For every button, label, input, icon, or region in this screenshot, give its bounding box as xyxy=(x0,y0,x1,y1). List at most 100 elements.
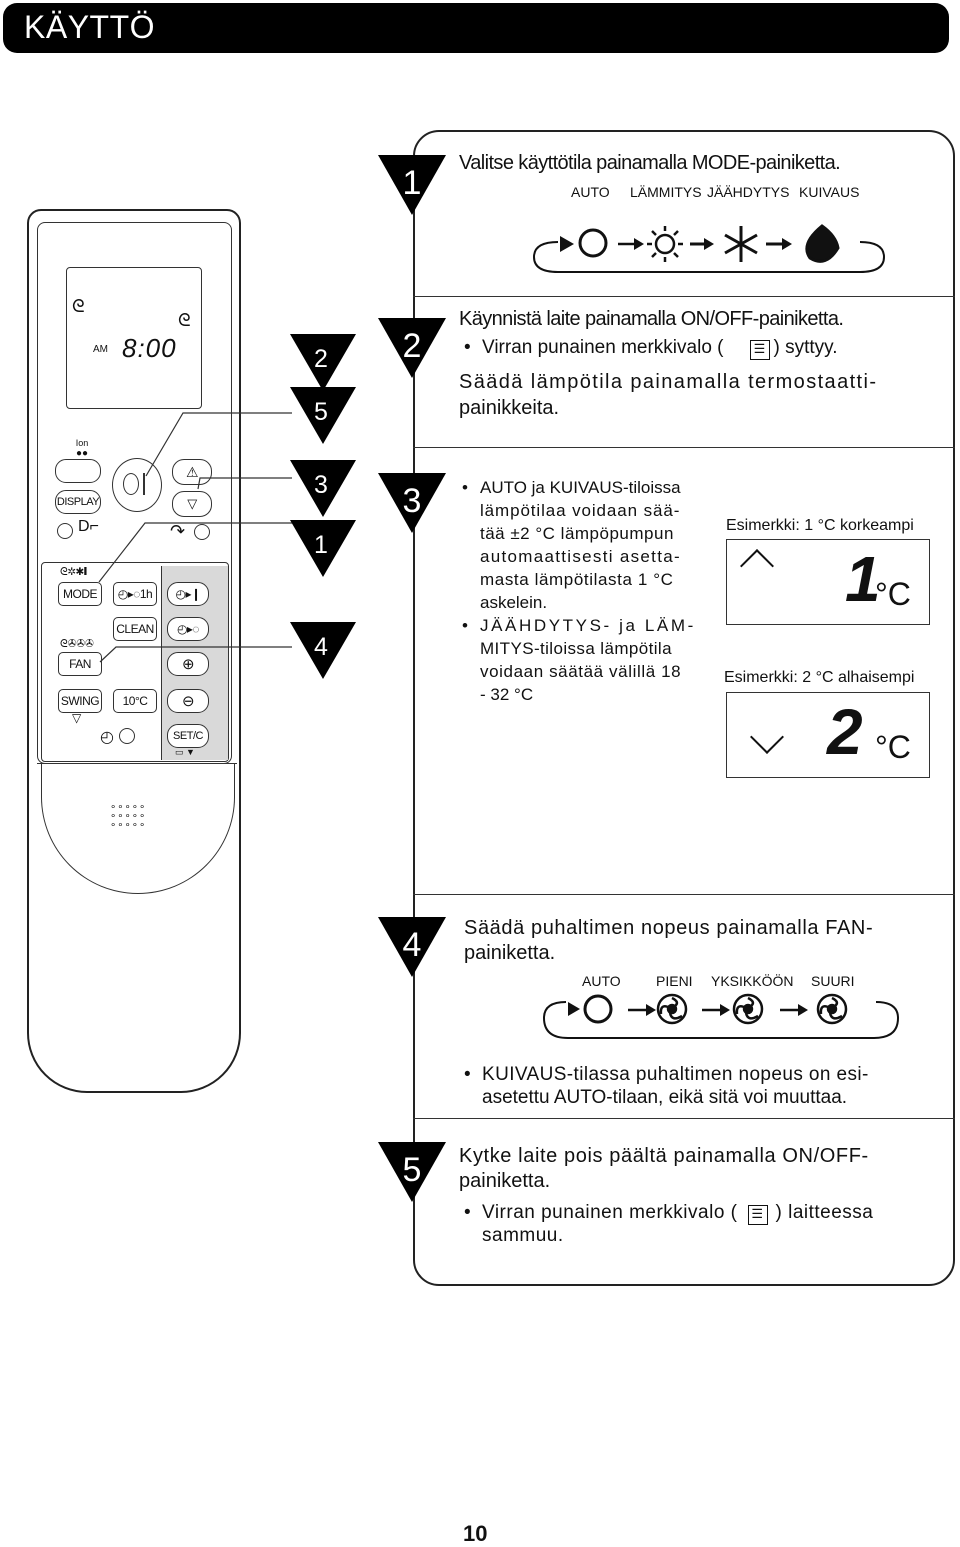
temp-up-button[interactable]: ⚠ xyxy=(172,459,212,485)
swing-button[interactable]: SWING xyxy=(58,689,102,713)
step5-heading-line2: painiketta. xyxy=(459,1170,551,1192)
step-number-1: 1 xyxy=(402,164,422,202)
clock-button[interactable] xyxy=(119,728,135,744)
divider-3 xyxy=(413,894,955,895)
step-triangle-3 xyxy=(378,473,446,533)
marker-num-left-4: 4 xyxy=(314,633,328,661)
step-number-2: 2 xyxy=(402,327,422,365)
marker-triangle-left-1 xyxy=(290,520,356,577)
page-title: KÄYTTÖ xyxy=(24,9,156,45)
fan-speed-label-high: SUURI xyxy=(811,973,855,989)
fan-speed-label-mid: YKSIKKÖÖN xyxy=(711,973,794,989)
step4-bullet-line1: KUIVAUS-tilassa puhaltimen nopeus on esi… xyxy=(482,1064,869,1085)
display-button[interactable]: DISPLAY xyxy=(55,490,101,514)
swing-arrow-icon: ↷ xyxy=(170,521,186,541)
mode-button[interactable]: MODE xyxy=(58,582,102,606)
plus-button[interactable]: ⊕ xyxy=(167,652,209,676)
ten-c-button[interactable]: 10°C xyxy=(113,689,157,713)
fan-speed-cycle-diagram xyxy=(542,993,900,1039)
chevron-up-icon xyxy=(740,549,774,583)
step3-b1-line1: AUTO ja KUIVAUS-tiloissa xyxy=(480,478,681,497)
timer-off-button[interactable]: ◴▸◌ xyxy=(167,617,209,641)
step-triangle-5 xyxy=(378,1142,446,1202)
marker-num-left-2: 2 xyxy=(314,345,328,373)
fan-speed-label-auto: AUTO xyxy=(582,973,621,989)
marker-triangle-left-2 xyxy=(290,334,356,391)
steps-frame xyxy=(413,130,955,1286)
step3-b1-line3: tää ±2 °C lämpöpumpun xyxy=(480,524,674,543)
step3-b1-line5: masta lämpötilasta 1 °C xyxy=(480,570,674,589)
speaker-grille-icon: ∘∘∘∘∘∘∘∘∘∘∘∘∘∘∘ xyxy=(110,802,147,831)
step-number-3: 3 xyxy=(402,482,422,520)
divider-1 xyxy=(413,296,955,297)
marker-num-left-1: 1 xyxy=(314,531,328,559)
ion-button[interactable] xyxy=(55,459,101,483)
leader-line-onoff xyxy=(197,477,292,490)
circle-button-small[interactable] xyxy=(57,523,73,539)
fan-mid-icon xyxy=(702,993,764,1025)
onoff-inner-icon xyxy=(123,473,139,495)
marker-triangle-left-4 xyxy=(290,622,356,679)
marker-num-left-5: 5 xyxy=(314,398,328,426)
heat-mode-icon xyxy=(618,226,683,262)
step2-heading: Käynnistä laite painamalla ON/OFF-painik… xyxy=(459,308,844,330)
timer-on-button[interactable]: ◴▸❙ xyxy=(167,582,209,606)
step3-b2-line3: voidaan säätää välillä 18 xyxy=(480,662,682,681)
page-number: 10 xyxy=(463,1521,488,1546)
setc-button[interactable]: SET/C xyxy=(167,724,209,748)
fan-button[interactable]: FAN xyxy=(58,652,102,676)
minus-button[interactable]: ⊖ xyxy=(167,689,209,713)
divider-2 xyxy=(413,447,955,448)
indicator-lamp-icon: ☰ xyxy=(749,340,770,360)
auto-mode-icon xyxy=(560,228,608,258)
fan-auto-icon xyxy=(568,994,613,1024)
divider-4 xyxy=(413,1118,955,1119)
header-bar xyxy=(3,3,949,53)
step5-bullet-line2: sammuu. xyxy=(482,1225,564,1246)
step-triangle-1 xyxy=(378,155,446,215)
mode-label-heat: LÄMMITYS xyxy=(630,184,702,200)
step4-bullet-line2: asetettu AUTO-tilaan, eikä sitä voi muut… xyxy=(482,1087,848,1108)
remote-lcd-display xyxy=(66,267,202,409)
step2-bullet-post: ) syttyy. xyxy=(773,337,838,358)
step-triangle-4 xyxy=(378,917,446,977)
mode-icons: ᘓ✲✱❙ xyxy=(60,566,87,578)
step5-heading-line1: Kytke laite pois päältä painamalla ON/OF… xyxy=(459,1145,869,1167)
swing-louver-icon: ▽ xyxy=(72,711,82,725)
onoff-button[interactable] xyxy=(112,458,162,512)
fan-low-icon xyxy=(628,993,688,1025)
chevron-down-icon xyxy=(750,720,784,754)
marker-triangle-left-3 xyxy=(290,460,356,517)
battery-icon: ▭ ▼ xyxy=(175,747,195,757)
example2-display: 2 °C xyxy=(726,692,930,778)
lcd-mode-icon-right: ᘓ xyxy=(178,310,191,330)
mode-label-dry: KUIVAUS xyxy=(799,184,860,200)
step2-line4: painikkeita. xyxy=(459,397,560,419)
step2-bullet-pre: Virran punainen merkkivalo ( xyxy=(482,337,724,358)
step3-bullet1: AUTO ja KUIVAUS-tiloissa lämpötilaa void… xyxy=(462,476,714,614)
step-triangle-2 xyxy=(378,318,446,378)
step5-bullet-pre: Virran punainen merkkivalo ( xyxy=(482,1202,738,1223)
step5-bullet: Virran punainen merkkivalo (☰) laitteess… xyxy=(464,1201,873,1247)
example2-value: 2 xyxy=(827,696,863,768)
mode-label-cool: JÄÄHDYTYS xyxy=(707,184,790,200)
temp-down-button[interactable]: ▽ xyxy=(172,491,212,517)
timer-1h-button[interactable]: ◴▸◌1h xyxy=(113,582,157,606)
step-number-5: 5 xyxy=(402,1151,422,1189)
circle-button-right[interactable] xyxy=(194,524,210,540)
step2-bullet: Virran punainen merkkivalo ( ☰) syttyy. xyxy=(464,336,838,360)
fan-icons: ᘓ✇✇✇ xyxy=(60,638,94,650)
fan-cycle-return-arrow xyxy=(542,1001,900,1039)
example1-unit: °C xyxy=(875,576,911,612)
sleep-icon: D⌐ xyxy=(78,518,99,535)
timer-1h-label: 1h xyxy=(139,587,153,601)
example1-display: 1 °C xyxy=(726,539,930,625)
step3-bullet2: JÄÄHDYTYS- ja LÄM- MITYS-tiloissa lämpöt… xyxy=(462,614,714,706)
clean-button[interactable]: CLEAN xyxy=(113,617,157,641)
indicator-lamp-icon-off: ☰ xyxy=(747,1205,768,1225)
step1-heading: Valitse käyttötila painamalla MODE-paini… xyxy=(459,152,841,174)
step3-b2-line1: JÄÄHDYTYS- ja LÄM- xyxy=(480,616,696,635)
step4-bullet: KUIVAUS-tilassa puhaltimen nopeus on esi… xyxy=(464,1063,869,1109)
ion-label: Ion xyxy=(75,438,89,448)
remote-lower-panel xyxy=(41,562,229,762)
